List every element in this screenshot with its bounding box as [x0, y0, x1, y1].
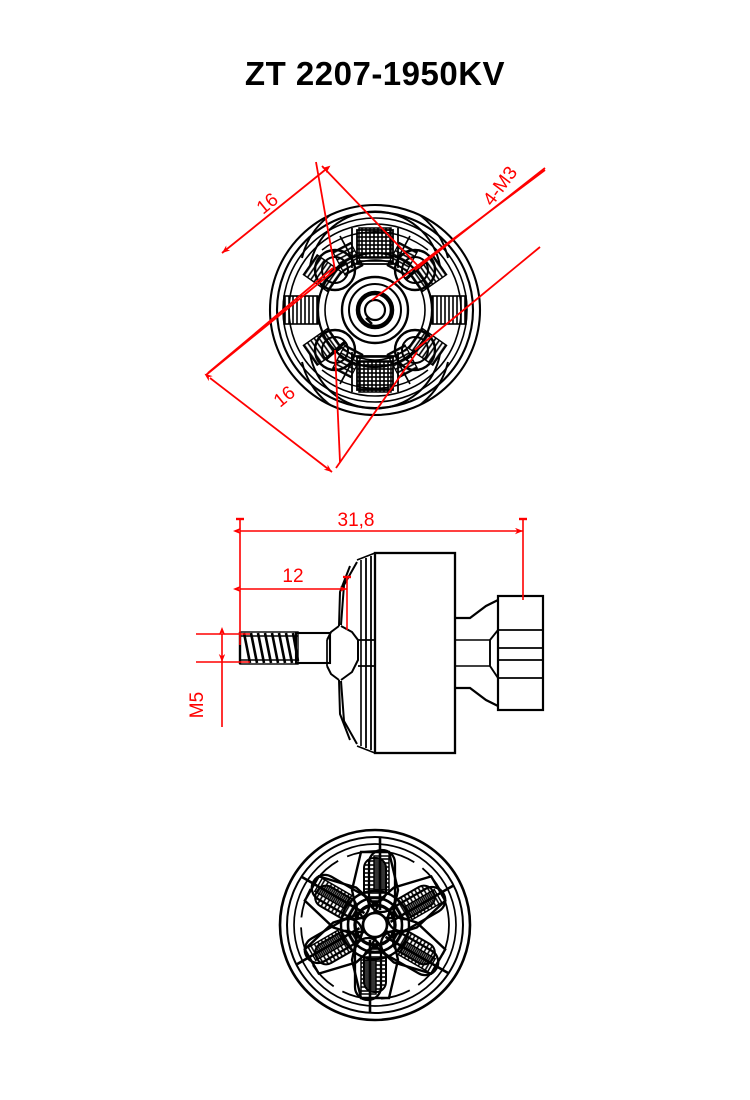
- view-bottom-mount: 16 16 4-M3: [204, 161, 546, 473]
- leader-4-m3: [371, 169, 546, 301]
- motor-shaft: [294, 631, 332, 665]
- shaft-thread-m5: [238, 631, 300, 665]
- dim-label-mount-pitch-1: 16: [253, 189, 283, 219]
- dim-label-shaft-length: 12: [282, 566, 303, 587]
- dimension-group-side: [196, 517, 527, 727]
- dim-line-16-lower: [204, 373, 333, 473]
- dim-label-mount-thread-callout: 4-M3: [479, 163, 522, 210]
- page-title: ZT 2207-1950KV: [244, 55, 506, 92]
- view-side-profile: 31,8 12 M5: [187, 510, 545, 755]
- shaft-bore: [355, 290, 395, 330]
- bell-spider-arms: [326, 561, 359, 745]
- dim-label-overall-length: 31,8: [338, 510, 375, 531]
- motor-can: [356, 551, 457, 755]
- dimension-group-mount: [204, 161, 546, 473]
- dim-line-16-upper: [221, 165, 331, 254]
- dim-label-shaft-thread: M5: [187, 692, 208, 718]
- bell-boss: [455, 594, 545, 712]
- dim-label-mount-pitch-2: 16: [270, 382, 300, 412]
- bell-center-bore: [361, 911, 389, 939]
- view-bell-top: [278, 828, 472, 1022]
- lamination-stack: [351, 228, 399, 392]
